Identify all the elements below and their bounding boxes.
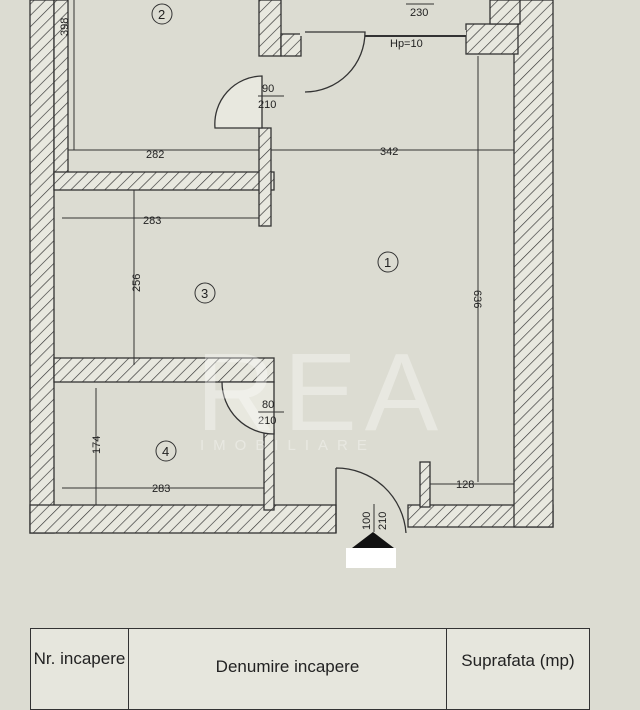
door-arcs (214, 31, 407, 534)
door-arc-90 (214, 75, 263, 129)
door-90-width: 90 (262, 83, 274, 95)
door-90-height: 210 (258, 99, 276, 111)
watermark-main: REA (196, 331, 446, 454)
room-2-circle (151, 3, 173, 25)
door-80-width: 80 (262, 399, 274, 411)
entrance-arrow-icon (352, 532, 394, 548)
wall-room2-stub (280, 33, 302, 57)
redaction-box (346, 548, 396, 568)
dim-398: 398 (59, 18, 71, 36)
watermark: REA IMOBILIARE (196, 331, 446, 454)
wall-bottom-left (29, 504, 337, 534)
room-3: 3 (194, 282, 216, 304)
dim-128: 128 (456, 479, 474, 491)
dimension-lines (62, 0, 514, 505)
room-legend-table: Nr. incapere Denumire incapere Suprafata… (30, 628, 590, 710)
door-arc-100 (335, 467, 407, 534)
room-2-number: 2 (158, 7, 165, 22)
door-100-width: 100 (361, 512, 373, 530)
dim-636: 636 (471, 290, 483, 308)
legend-header-nr: Nr. incapere (31, 629, 129, 709)
room-3-number: 3 (201, 286, 208, 301)
legend-header-area: Suprafata (mp) (461, 651, 575, 670)
door-80-height: 210 (258, 415, 276, 427)
dim-283-top: 283 (143, 215, 161, 227)
legend-header-name: Denumire incapere (129, 629, 447, 709)
door-arc-top (304, 31, 366, 93)
door-top-width: 230 (410, 7, 428, 19)
wall-post-128 (419, 461, 431, 508)
dim-282: 282 (146, 149, 164, 161)
wall-room3-room4 (53, 357, 275, 383)
dim-342: 342 (380, 146, 398, 158)
floor-plan: 398 282 342 283 256 636 174 283 128 230 … (29, 0, 554, 568)
dim-256: 256 (131, 274, 143, 292)
wall-right (513, 0, 554, 528)
dim-283-bottom: 283 (152, 483, 170, 495)
wall-room2-room3 (53, 171, 275, 191)
door-arc-80 (221, 381, 275, 435)
room-4: 4 (155, 440, 177, 462)
wall-left (29, 0, 55, 534)
room-1-number: 1 (384, 255, 391, 270)
room-4-number: 4 (162, 444, 169, 459)
watermark-sub: IMOBILIARE (200, 437, 376, 454)
dim-174: 174 (91, 436, 103, 454)
room-2: 2 (151, 3, 173, 25)
room-1-circle (377, 251, 399, 273)
door-100-height: 210 (377, 512, 389, 530)
wall-door90-post (258, 127, 272, 227)
door-top-opening (300, 30, 466, 36)
wall-room2-vertical (258, 0, 282, 57)
room-4-circle (155, 440, 177, 462)
door-hp-label: Hp=10 (390, 38, 423, 50)
wall-top-right-thin (489, 0, 521, 25)
walls (29, 0, 554, 534)
wall-top-right (465, 23, 519, 55)
room-1: 1 (377, 251, 399, 273)
room-3-circle (194, 282, 216, 304)
